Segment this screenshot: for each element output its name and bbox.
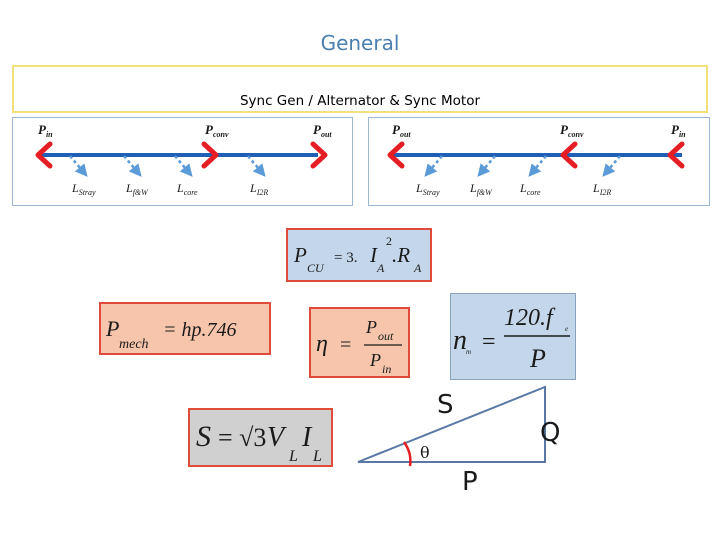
formula-symbol: .R: [392, 243, 410, 267]
formula-symbol: I: [369, 243, 378, 267]
formula-numerator: 120.f: [504, 305, 556, 331]
input-arrow-icon: [35, 141, 53, 169]
output-arrow-icon: [387, 141, 405, 169]
formula-denominator: P: [529, 344, 546, 373]
loss-arrow-icon: [69, 155, 88, 177]
formula-subscript: m: [466, 348, 471, 356]
page-title: General: [320, 31, 400, 55]
formula-subscript: mech: [119, 337, 149, 352]
p-conv-label: Pconv: [205, 122, 229, 139]
mech-power-formula: P mech = hp.746: [105, 316, 237, 352]
power-flow-generator: Pin Pconv Pout LStray Lf&W Lcore LI2R: [35, 122, 332, 197]
p-in-label: Pin: [671, 122, 686, 139]
power-flow-motor: Pout Pconv Pin LStray Lf&W Lcore LI2R: [387, 122, 686, 197]
formula-operator: = √3: [218, 423, 266, 452]
efficiency-formula: η = P out P in: [316, 317, 402, 376]
formula-symbol: n: [453, 325, 467, 356]
subtitle: Sync Gen / Alternator & Sync Motor: [239, 93, 481, 109]
formula-operator: = 3.: [334, 250, 357, 266]
banner-box: [12, 65, 708, 113]
formula-subscript: A: [376, 261, 385, 275]
loss-fw-label: Lf&W: [125, 181, 149, 197]
sync-speed-formula: n m = 120.f e P: [453, 305, 570, 373]
loss-i2r-label: LI2R: [249, 181, 268, 197]
loss-core-label: Lcore: [519, 181, 541, 197]
formula-symbol: P: [293, 243, 307, 267]
mech-power-formula-box: [99, 302, 271, 355]
conv-arrow-icon: [560, 141, 578, 169]
power-flow-motor-box: [368, 117, 710, 206]
vertical-side-label: Q: [540, 418, 560, 448]
formula-subscript: L: [312, 448, 322, 465]
formula-expression: = hp.746: [163, 319, 237, 341]
formula-symbol: η: [316, 331, 328, 357]
loss-arrow-icon: [477, 155, 496, 177]
formula-subscript: out: [378, 329, 394, 343]
formula-symbol: S: [196, 420, 211, 453]
formula-subscript: A: [413, 261, 422, 275]
input-arrow-icon: [667, 141, 685, 169]
formula-numerator: P: [365, 317, 377, 337]
copper-loss-formula-box: [286, 228, 432, 282]
formula-operator: =: [482, 329, 496, 355]
apparent-power-formula: S = √3 V L I L: [196, 420, 322, 465]
loss-arrow-icon: [528, 155, 547, 177]
p-out-label: Pout: [313, 122, 332, 139]
loss-stray-label: LStray: [415, 181, 440, 197]
formula-subscript: in: [382, 362, 391, 376]
apparent-power-formula-box: [188, 408, 333, 467]
base-side-label: P: [462, 467, 478, 497]
loss-fw-label: Lf&W: [469, 181, 493, 197]
formula-exponent: 2: [386, 234, 392, 248]
angle-label: θ: [420, 443, 430, 462]
formula-symbol: V: [267, 422, 287, 453]
power-flow-generator-box: [12, 117, 353, 206]
formula-denominator: P: [369, 350, 381, 370]
conv-arrow-icon: [201, 141, 219, 169]
power-triangle: S Q P θ: [357, 385, 560, 497]
triangle-shape: [357, 385, 546, 463]
formula-symbol: P: [105, 316, 119, 341]
p-conv-label: Pconv: [560, 122, 584, 139]
loss-i2r-label: LI2R: [592, 181, 611, 197]
angle-arc: [402, 441, 412, 467]
p-out-label: Pout: [392, 122, 411, 139]
loss-arrow-icon: [602, 155, 621, 177]
output-arrow-icon: [310, 141, 328, 169]
loss-arrow-icon: [174, 155, 193, 177]
formula-subscript: L: [288, 448, 298, 465]
loss-stray-label: LStray: [71, 181, 96, 197]
formula-operator: =: [340, 334, 351, 356]
formula-subscript: CU: [307, 261, 325, 275]
loss-arrow-icon: [247, 155, 266, 177]
formula-subscript: e: [565, 325, 568, 333]
hypotenuse-label: S: [437, 390, 454, 420]
loss-arrow-icon: [424, 155, 443, 177]
loss-core-label: Lcore: [176, 181, 198, 197]
formula-symbol: I: [301, 422, 313, 453]
loss-arrow-icon: [123, 155, 142, 177]
efficiency-formula-box: [309, 307, 410, 378]
p-in-label: Pin: [38, 122, 53, 139]
copper-loss-formula: P CU = 3. I 2 A .R A: [293, 234, 422, 275]
